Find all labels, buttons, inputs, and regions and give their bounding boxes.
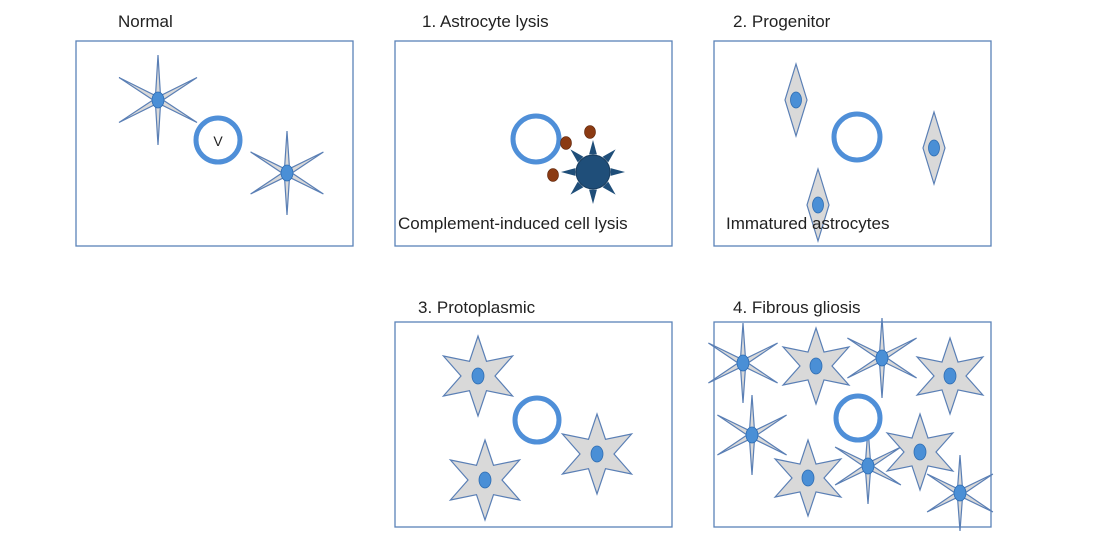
panel-protoplasmic: 3. Protoplasmic xyxy=(394,298,673,528)
protoplasmic-astrocyte xyxy=(773,438,843,518)
lysis-spike xyxy=(589,189,597,204)
lysis-spike xyxy=(602,149,616,163)
cells-fibrous xyxy=(708,317,994,532)
panel-lysis: 1. Astrocyte lysis Complement-induced ce… xyxy=(394,12,673,247)
cell-nucleus xyxy=(809,357,823,375)
cell-nucleus xyxy=(913,443,927,461)
cells-normal xyxy=(118,54,324,216)
cell-nucleus xyxy=(478,471,492,489)
panel-caption-lysis: Complement-induced cell lysis xyxy=(398,214,628,233)
panel-caption-progenitor: Immatured astrocytes xyxy=(726,214,889,233)
panel-title-protoplasmic: 3. Protoplasmic xyxy=(418,298,536,317)
lysis-spike xyxy=(561,168,576,176)
fibrous-astrocyte xyxy=(926,454,994,532)
complement-particle xyxy=(560,136,572,150)
lysis-spike xyxy=(602,181,616,195)
progenitor-cell xyxy=(922,109,946,187)
panel-title-lysis: 1. Astrocyte lysis xyxy=(422,12,549,31)
panel-title-fibrous: 4. Fibrous gliosis xyxy=(733,298,861,317)
cell-nucleus xyxy=(812,196,824,214)
protoplasmic-astrocyte xyxy=(448,438,522,522)
lysis-spike xyxy=(570,181,584,195)
blood-vessel xyxy=(510,113,562,165)
fibrous-astrocyte xyxy=(708,322,778,404)
cell-nucleus xyxy=(953,484,967,502)
panel-title-normal: Normal xyxy=(118,12,173,31)
blood-vessel xyxy=(833,393,883,443)
protoplasmic-astrocyte xyxy=(560,412,634,496)
cell-nucleus xyxy=(280,164,294,182)
protoplasmic-astrocyte xyxy=(915,336,985,416)
lysed-astrocyte xyxy=(561,140,625,204)
fibrous-astrocyte xyxy=(118,54,198,146)
cell-nucleus xyxy=(736,354,750,372)
progenitor-cell xyxy=(784,61,808,139)
vessel-label: V xyxy=(213,133,223,149)
cell-nucleus xyxy=(943,367,957,385)
cell-nucleus xyxy=(861,457,875,475)
cell-nucleus xyxy=(928,139,940,157)
lysis-spike xyxy=(610,168,625,176)
lysis-cell-body xyxy=(575,154,611,190)
protoplasmic-astrocyte xyxy=(781,326,851,406)
progenitor-cell xyxy=(806,166,830,244)
protoplasmic-astrocyte xyxy=(441,334,515,418)
panel-title-progenitor: 2. Progenitor xyxy=(733,12,831,31)
cell-nucleus xyxy=(801,469,815,487)
lysis-spike xyxy=(570,149,584,163)
fibrous-astrocyte xyxy=(717,394,787,476)
blood-vessel xyxy=(512,395,562,445)
blood-vessel xyxy=(193,115,243,165)
cell-nucleus xyxy=(590,445,604,463)
cell-nucleus xyxy=(875,349,889,367)
complement-particle xyxy=(584,125,596,139)
panel-fibrous: 4. Fibrous gliosis xyxy=(708,298,994,532)
lysis-spike xyxy=(589,140,597,155)
panel-progenitor: 2. Progenitor Immatured astrocytes xyxy=(713,12,992,247)
cell-nucleus xyxy=(745,426,759,444)
panel-normal: Normal V xyxy=(75,12,354,247)
fibrous-astrocyte xyxy=(250,130,324,216)
protoplasmic-astrocyte xyxy=(885,412,955,492)
fibrous-astrocyte xyxy=(847,317,917,399)
complement-particle xyxy=(547,168,559,182)
cell-nucleus xyxy=(151,91,165,109)
cell-nucleus xyxy=(790,91,802,109)
cell-nucleus xyxy=(471,367,485,385)
blood-vessel xyxy=(831,111,883,163)
